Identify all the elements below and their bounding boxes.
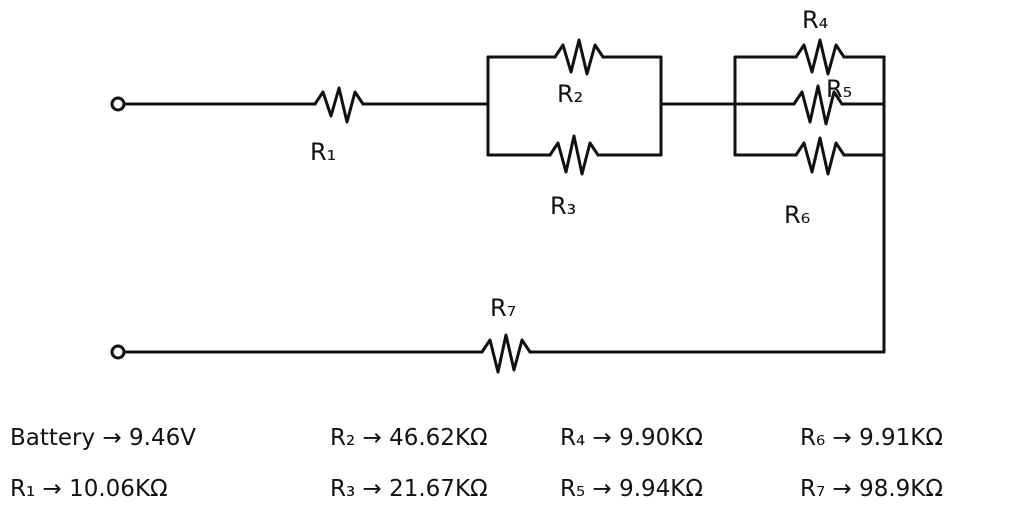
- resistor-r5: [792, 84, 844, 126]
- value-r4: R₄ → 9.90KΩ: [560, 425, 703, 451]
- resistor-r2: [553, 38, 605, 76]
- resistor-r3: [548, 134, 600, 176]
- top-terminal: [110, 96, 126, 112]
- bottom-terminal: [110, 344, 126, 360]
- value-r1: R₁ → 10.06KΩ: [10, 476, 168, 502]
- label-r3: R₃: [550, 192, 577, 220]
- label-r4: R₄: [802, 6, 829, 34]
- resistor-r4: [794, 38, 846, 76]
- resistor-r7: [480, 333, 532, 374]
- value-r3: R₃ → 21.67KΩ: [330, 476, 488, 502]
- value-r2: R₂ → 46.62KΩ: [330, 425, 488, 451]
- label-r5: R₅: [826, 75, 853, 103]
- resistor-r6: [794, 136, 846, 176]
- label-r1: R₁: [310, 138, 337, 166]
- value-battery: Battery → 9.46V: [10, 425, 196, 451]
- value-r6: R₆ → 9.91KΩ: [800, 425, 943, 451]
- label-r7: R₇: [490, 294, 517, 322]
- label-r6: R₆: [784, 201, 811, 229]
- value-r7: R₇ → 98.9KΩ: [800, 476, 943, 502]
- resistor-r1: [313, 86, 365, 124]
- label-r2: R₂: [557, 80, 584, 108]
- value-r5: R₅ → 9.94KΩ: [560, 476, 703, 502]
